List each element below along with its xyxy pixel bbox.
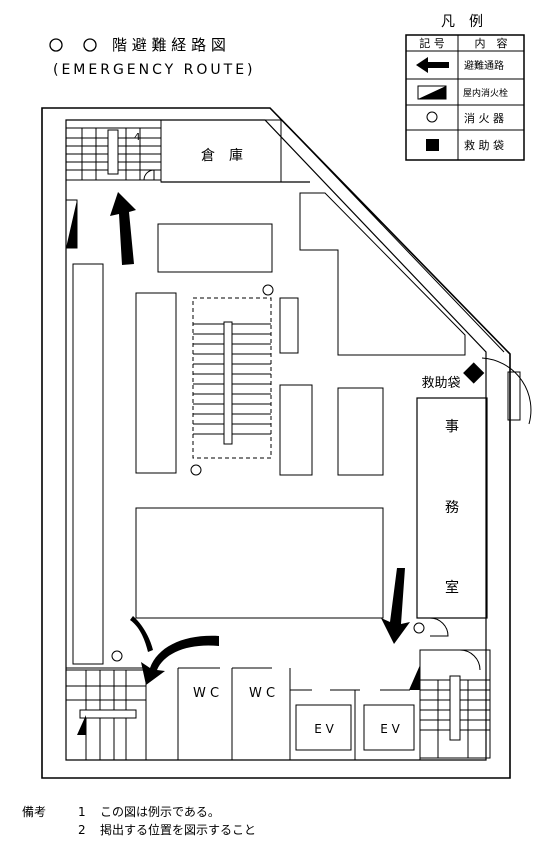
page-title: 階 避 難 経 路 図 [112, 36, 226, 54]
stair-bottom-right [419, 649, 491, 759]
ev-label-1: E V [314, 722, 334, 736]
storage-room-label: 倉 庫 [201, 147, 243, 164]
left-column [72, 263, 104, 665]
hydrant-icon [77, 715, 86, 735]
stair-bottom-left [65, 669, 147, 761]
office-label-2: 務 [445, 500, 459, 516]
arrow-icon [141, 635, 219, 685]
wc-label-1: W C [193, 686, 219, 701]
extinguisher-icon [426, 111, 438, 123]
office-room [416, 397, 488, 619]
office-label-3: 室 [445, 579, 459, 596]
rescue-chute-icon [463, 362, 485, 384]
arrow-icon [110, 192, 136, 265]
legend-col-symbol: 記 号 [419, 36, 445, 50]
arrow-icon [130, 616, 153, 652]
legend-label-rescue: 救 助 袋 [464, 138, 504, 152]
note-1-text: この図は例示である。 [100, 805, 220, 819]
hydrant-icon [409, 665, 420, 690]
stair-top-left [65, 127, 162, 181]
note-2-text: 掲出する位置を図示すること [100, 822, 256, 837]
office-label-1: 事 [445, 419, 459, 435]
title-circles-icon [49, 38, 97, 52]
arrow-icon [416, 57, 449, 73]
legend-col-content: 内 容 [475, 36, 508, 50]
evacuation-arrows [110, 192, 410, 685]
notes-heading: 備考 [22, 804, 46, 819]
stair-number: 4 [134, 132, 140, 143]
page-subtitle: (EMERGENCY ROUTE) [53, 62, 256, 78]
arrow-icon [381, 568, 410, 644]
legend: 凡 例 記 号 内 容 避難通路 屋内消火栓 消 火 器 救 助 袋 [405, 14, 525, 161]
note-2-number: 2 [78, 823, 86, 837]
ev-label-2: E V [380, 722, 400, 736]
stair-center [193, 321, 271, 445]
extinguisher-icon [190, 464, 202, 476]
rescue-chute-icon [426, 139, 439, 151]
extinguisher-icon [262, 284, 274, 296]
extinguisher-icon [413, 622, 425, 634]
building-outline [41, 107, 511, 779]
hydrant-icon [417, 85, 447, 100]
rescue-chute-label: 救助袋 [421, 375, 460, 391]
legend-label-route: 避難通路 [464, 59, 504, 72]
wc-label-2: W C [249, 686, 275, 701]
legend-heading: 凡 例 [441, 14, 483, 30]
extinguisher-icon [111, 650, 123, 662]
hydrant-icon [66, 200, 77, 248]
legend-label-extinguisher: 消 火 器 [464, 111, 504, 125]
note-1-number: 1 [78, 805, 86, 819]
legend-label-hydrant: 屋内消火栓 [463, 87, 508, 99]
inner-structures [135, 192, 466, 619]
